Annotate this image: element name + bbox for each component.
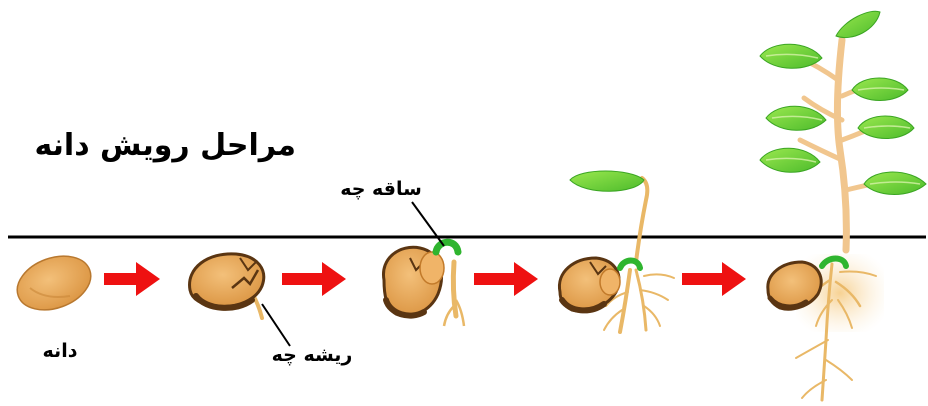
arrow-4 [682, 262, 746, 296]
diagram-title: مراحل رویش دانه [56, 128, 296, 163]
stage-radicle [190, 254, 290, 346]
arrow-3 [474, 262, 538, 296]
radicle-pointer [262, 304, 290, 346]
label-radicle: ریشه چه [262, 344, 362, 366]
arrow-1 [104, 262, 160, 296]
label-seed: دانه [30, 340, 90, 362]
seedling-stem [636, 178, 647, 262]
stage-seedling [559, 171, 674, 332]
label-hypocotyl: ساقه چه [336, 178, 426, 200]
stage3-cotyledon [420, 252, 444, 284]
arrow-2 [282, 262, 346, 296]
seed [10, 247, 99, 320]
stage-seed [10, 247, 99, 320]
stage-young-plant [760, 11, 926, 400]
hypocotyl-pointer [412, 202, 444, 246]
seedling-leaf [570, 171, 644, 191]
plant-stem [837, 40, 846, 250]
hypocotyl-hook [436, 242, 458, 252]
stage-hypocotyl [383, 202, 464, 326]
